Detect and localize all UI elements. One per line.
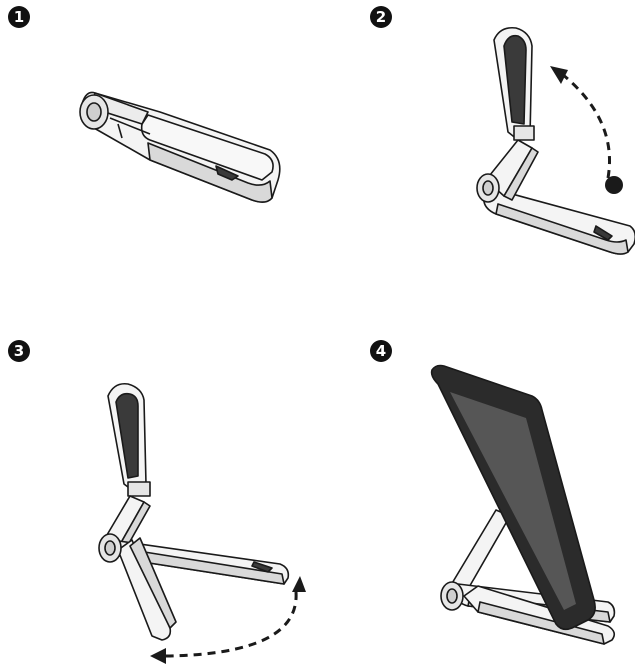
step-4-panel: 4 — [318, 334, 635, 668]
step-1-panel: 1 — [0, 0, 317, 334]
step-3-panel: 3 — [0, 334, 317, 668]
step-2-panel: 2 — [318, 0, 635, 334]
folded-stand-illustration — [79, 91, 281, 203]
step-3-badge: 3 — [8, 340, 30, 362]
raised-arm-illustration — [476, 26, 635, 255]
spread-legs-illustration — [98, 382, 306, 664]
step-2-badge: 2 — [370, 6, 392, 28]
tablet-on-stand-illustration — [430, 364, 616, 645]
step-1-badge: 1 — [8, 6, 30, 28]
step-4-badge: 4 — [370, 340, 392, 362]
